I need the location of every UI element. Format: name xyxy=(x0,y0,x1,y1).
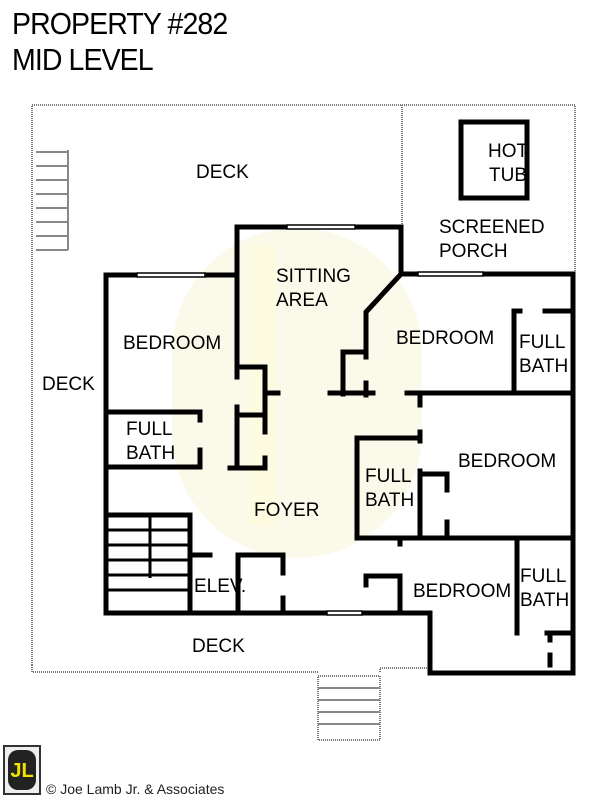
label-bath-right-top-2: BATH xyxy=(519,356,568,377)
label-porch-1: SCREENED xyxy=(439,217,545,238)
company-logo: JL xyxy=(3,745,41,795)
property-title: PROPERTY #282 xyxy=(12,6,228,41)
label-bedroom-left: BEDROOM xyxy=(123,333,221,354)
label-foyer: FOYER xyxy=(254,500,319,521)
label-deck-top: DECK xyxy=(196,162,249,183)
label-elevator: ELEV. xyxy=(194,576,246,597)
label-deck-bottom: DECK xyxy=(192,636,245,657)
label-bath-left-2: BATH xyxy=(126,443,175,464)
deck-outline xyxy=(31,104,576,741)
label-bath-bottom-1: FULL xyxy=(520,566,566,587)
watermark-letter xyxy=(248,245,276,525)
label-porch-2: PORCH xyxy=(439,241,508,262)
label-bath-middle-1: FULL xyxy=(365,466,411,487)
label-bedroom-bottom: BEDROOM xyxy=(413,581,511,602)
label-hot-tub-2: TUB xyxy=(489,165,527,186)
label-bath-bottom-2: BATH xyxy=(520,590,569,611)
label-hot-tub-1: HOT xyxy=(488,141,529,162)
bottom-deck-stairs xyxy=(318,687,380,725)
label-sitting-2: AREA xyxy=(276,290,328,311)
staircase xyxy=(106,515,190,592)
label-deck-left: DECK xyxy=(42,374,95,395)
label-bath-left-1: FULL xyxy=(126,419,172,440)
level-title: MID LEVEL xyxy=(12,42,154,77)
label-sitting-1: SITTING xyxy=(276,266,351,287)
windows xyxy=(136,224,484,616)
left-deck-stairs xyxy=(36,150,69,251)
label-bath-right-top-1: FULL xyxy=(519,332,565,353)
copyright-text: © Joe Lamb Jr. & Associates xyxy=(46,781,225,797)
hot-tub xyxy=(458,119,530,201)
label-bath-middle-2: BATH xyxy=(365,490,414,511)
label-bedroom-right-top: BEDROOM xyxy=(396,328,494,349)
label-bedroom-middle: BEDROOM xyxy=(458,451,556,472)
